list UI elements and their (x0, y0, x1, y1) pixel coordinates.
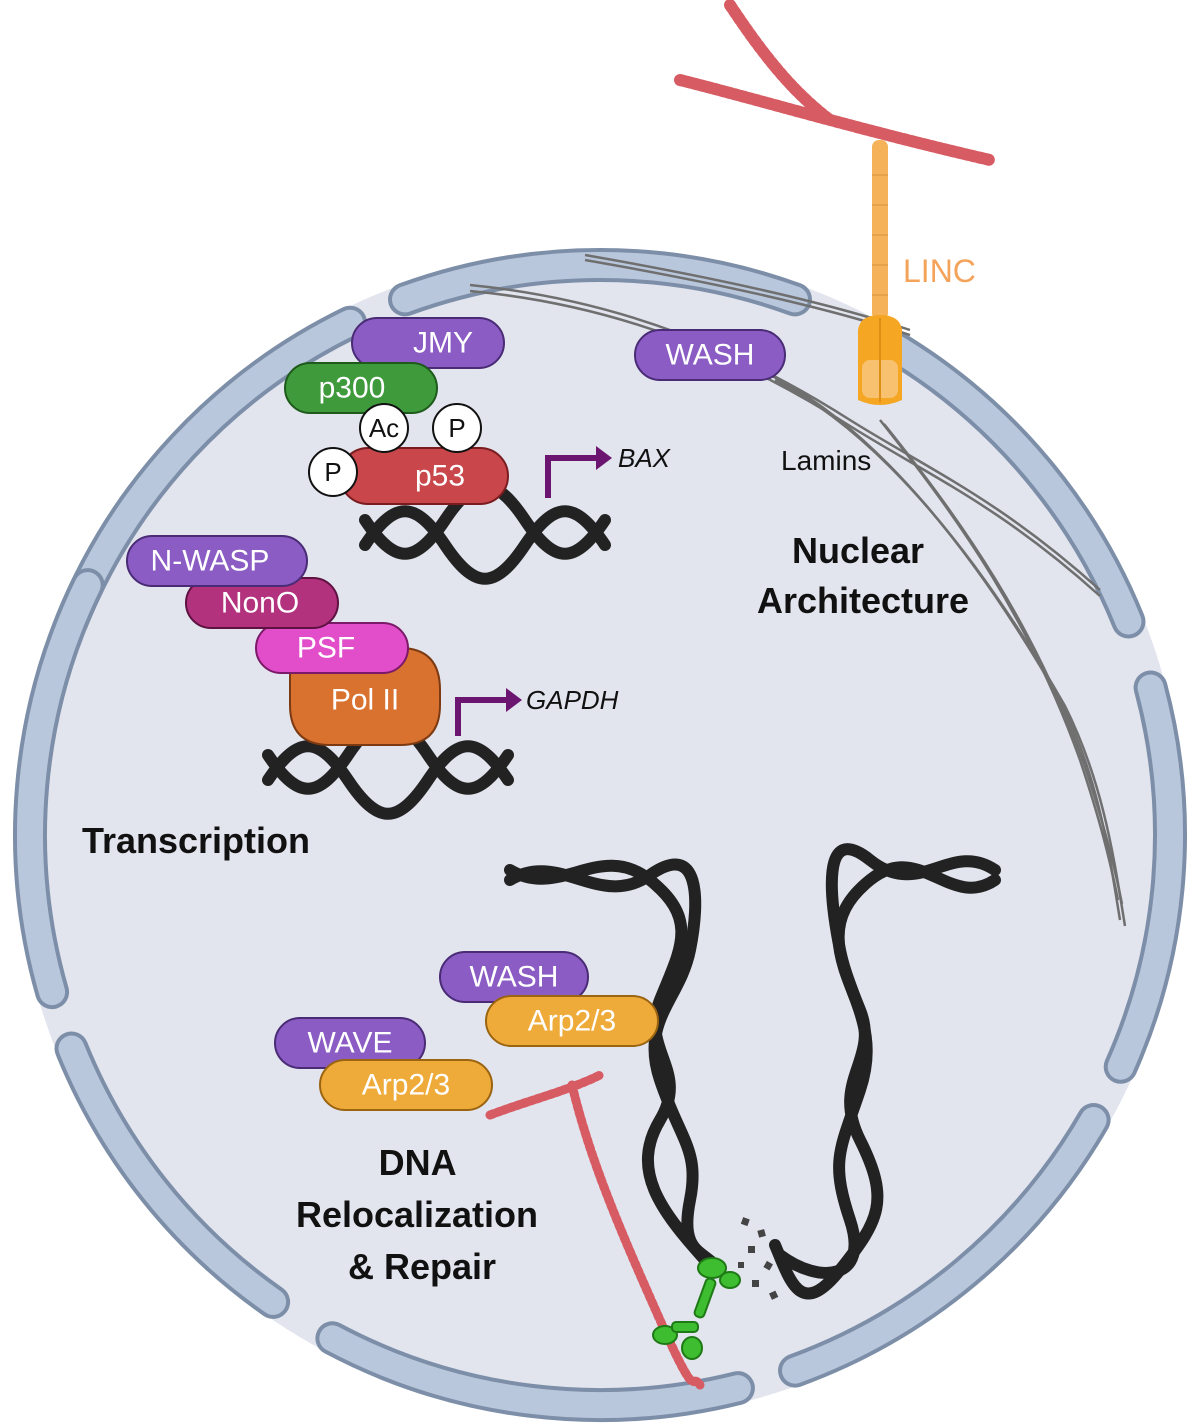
acetyl-mark: Ac (359, 403, 409, 453)
envelope-segment (1107, 674, 1183, 1080)
actin-filament (567, 1080, 705, 1390)
bax-arrow-head (596, 446, 612, 470)
architecture-title-line2: Architecture (757, 580, 969, 621)
wave-label: WAVE (307, 1027, 392, 1060)
arp23-bottom-protein: Arp2/3 (319, 1059, 493, 1111)
dna-strand (262, 740, 514, 820)
envelope-segment (863, 323, 1142, 635)
actin-filament (485, 1070, 605, 1120)
arp23-top-label: Arp2/3 (528, 1005, 616, 1038)
wash-architecture: WASH (634, 329, 786, 381)
arp23-bottom-label: Arp2/3 (362, 1069, 450, 1102)
architecture-title: Nuclear Architecture (757, 530, 969, 621)
transcription-title: Transcription (82, 820, 310, 861)
linc-complex (858, 140, 902, 405)
envelope-segment (58, 1035, 287, 1315)
linc-label: LINC (903, 253, 976, 289)
actin-filament (724, 0, 836, 126)
gapdh-arrow (455, 697, 510, 736)
wash-architecture-label: WASH (666, 339, 755, 372)
nuclear-envelope (13, 248, 1187, 1422)
envelope-segment (392, 252, 808, 313)
lamin-filament (883, 423, 1124, 905)
repair-title-line2: Relocalization (296, 1194, 538, 1235)
envelope-segment (17, 572, 101, 1006)
wave-protein: WAVE (274, 1017, 426, 1069)
dna-break-right-strand (769, 843, 1001, 1300)
pol2-label: Pol II (331, 684, 399, 717)
envelope-segment (58, 309, 364, 635)
phospho-mark-top: P (432, 403, 482, 453)
linc-stalk (872, 140, 888, 320)
psf-protein: PSF (255, 622, 409, 674)
wash-repair-label: WASH (470, 961, 559, 994)
dna-strand (504, 859, 711, 1266)
architecture-title-line1: Nuclear (792, 530, 924, 571)
dna-strand (769, 861, 1001, 1300)
jmy-label: JMY (413, 327, 473, 360)
p300-protein: p300 (284, 362, 438, 414)
acetyl-label: Ac (369, 413, 399, 443)
dna-strand (359, 505, 611, 585)
wash-repair-protein: WASH (439, 951, 589, 1003)
bax-arrow (545, 455, 600, 498)
dna-break-left-strand (504, 858, 721, 1271)
phospho-top-label: P (448, 413, 465, 443)
cytoplasmic-actin (674, 0, 996, 166)
repair-title-line3: & Repair (348, 1246, 496, 1287)
arp23-top-protein: Arp2/3 (485, 995, 659, 1047)
psf-label: PSF (297, 632, 355, 665)
lamin-filament (469, 283, 1101, 591)
actin-filament (674, 74, 996, 166)
jmy-protein: JMY (351, 317, 505, 369)
repair-title-line1: DNA (379, 1142, 457, 1183)
nuclear-actin-filament (485, 1070, 705, 1390)
gapdh-arrow-head (506, 688, 522, 712)
n-wasp-label: N-WASP (151, 545, 270, 578)
dna-strand (504, 858, 721, 1271)
phospho-left-label: P (324, 457, 341, 487)
envelope-segment (782, 1107, 1107, 1384)
repair-title: DNA Relocalization & Repair (296, 1142, 548, 1287)
n-wasp-protein: N-WASP (126, 535, 308, 587)
p300-label: p300 (319, 372, 386, 405)
dna-break-debris (738, 1217, 779, 1300)
envelope-segment (319, 1325, 751, 1418)
repair-protein (652, 1257, 741, 1360)
gapdh-gene: GAPDH (526, 685, 619, 715)
nono-protein: NonO (185, 577, 339, 629)
p53-label: p53 (415, 460, 465, 493)
lamins-label: Lamins (781, 445, 871, 476)
phospho-mark-left: P (308, 447, 358, 497)
p53-protein: p53 (339, 447, 509, 505)
nono-label: NonO (221, 587, 299, 620)
bax-gene: BAX (618, 443, 672, 473)
nucleoplasm (15, 250, 1185, 1420)
